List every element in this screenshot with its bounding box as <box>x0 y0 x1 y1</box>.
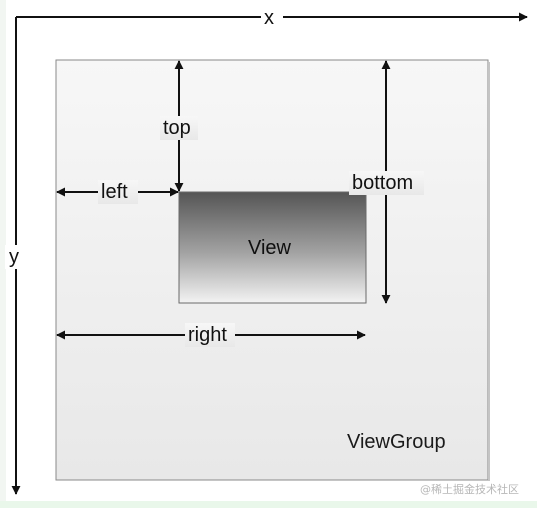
left-label-bg <box>98 180 138 204</box>
view-box <box>178 191 367 304</box>
watermark-text: @稀土掘金技术社区 <box>420 483 519 496</box>
y-label-bg <box>5 245 27 269</box>
view-group-label: ViewGroup <box>347 431 446 453</box>
left-frame-strip <box>0 0 6 508</box>
bottom-label-bg <box>349 171 424 195</box>
top-label-bg <box>160 116 198 140</box>
x-axis-label: x <box>264 7 274 29</box>
left-label: left <box>101 181 128 203</box>
y-axis-label: y <box>9 246 19 268</box>
x-label-bg <box>261 7 283 29</box>
top-label: top <box>163 117 191 139</box>
bottom-label: bottom <box>352 172 414 194</box>
view-label: View <box>248 237 291 259</box>
bottom-frame-strip <box>0 501 537 508</box>
right-label: right <box>188 324 227 346</box>
right-label-bg <box>185 323 235 347</box>
